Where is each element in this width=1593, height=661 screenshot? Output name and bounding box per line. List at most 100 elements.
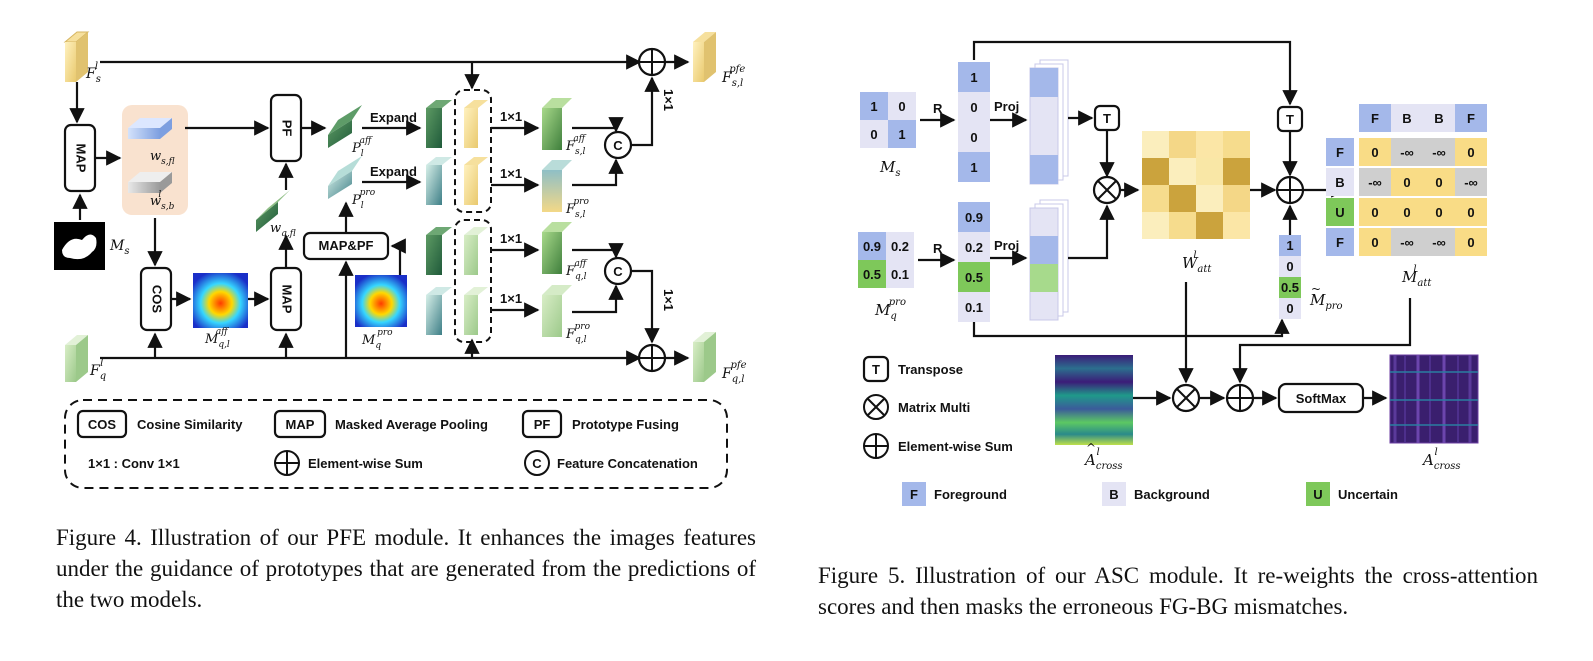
svg-text:0: 0 — [970, 130, 977, 145]
svg-text:F: F — [1336, 145, 1344, 160]
svg-text:R: R — [933, 101, 943, 116]
fsl-pro-feature — [542, 170, 562, 212]
svg-text:Transpose: Transpose — [898, 362, 963, 377]
svg-text:0: 0 — [1371, 205, 1378, 220]
ms-matrix: 1 0 0 1 — [860, 92, 916, 148]
svg-text:F: F — [1336, 235, 1344, 250]
svg-text:0: 0 — [1467, 235, 1474, 250]
watt-heatmap — [1142, 131, 1250, 239]
svg-text:-∞: -∞ — [1432, 235, 1446, 250]
svg-text:MAP: MAP — [286, 417, 315, 432]
legend-background-swatch — [1102, 482, 1126, 506]
ms-vector: 1 0 0 1 — [958, 62, 990, 182]
svg-text:MAP: MAP — [74, 144, 89, 173]
svg-text:Fq,lpro: Fq,lpro — [565, 322, 591, 345]
ahat-cross-heatmap — [1055, 355, 1133, 445]
query-proj-stack — [1029, 199, 1069, 321]
svg-text:1: 1 — [1286, 238, 1293, 253]
across-heatmap — [1389, 354, 1479, 444]
figure5-caption: Figure 5. Illustration of our ASC module… — [818, 563, 1538, 619]
svg-text:0: 0 — [1403, 175, 1410, 190]
svg-text:0.2: 0.2 — [965, 240, 983, 255]
mq-pro-heatmap — [355, 275, 407, 327]
svg-text:1: 1 — [970, 70, 977, 85]
svg-text:0: 0 — [1286, 301, 1293, 316]
svg-text:B: B — [1402, 111, 1411, 126]
svg-text:Mq,laff: Mq,laff — [204, 327, 230, 350]
legend-map-key — [273, 409, 327, 439]
svg-text:Fq,laff: Fq,laff — [565, 259, 588, 282]
svg-text:COS: COS — [150, 285, 165, 314]
svg-text:0: 0 — [898, 99, 905, 114]
svg-text:0: 0 — [970, 100, 977, 115]
svg-text:0: 0 — [1435, 175, 1442, 190]
svg-text:1: 1 — [970, 160, 977, 175]
svg-text:Fq,lpfe: Fq,lpfe — [721, 360, 747, 385]
svg-text:Fsl: Fsl — [85, 61, 101, 85]
fs-feature — [65, 42, 76, 82]
svg-text:Proj: Proj — [994, 238, 1019, 253]
mq-aff-heatmap — [193, 273, 248, 328]
svg-text:-∞: -∞ — [1464, 175, 1478, 190]
fsl-pfe-output — [693, 42, 704, 82]
svg-text:Expand: Expand — [370, 164, 417, 179]
legend-concat-icon — [524, 450, 550, 476]
svg-text:Foreground: Foreground — [934, 487, 1007, 502]
svg-text:-∞: -∞ — [1400, 235, 1414, 250]
svg-text:Fs,lpfe: Fs,lpfe — [721, 64, 745, 89]
wsf-prototype — [128, 128, 160, 139]
svg-text:Proj: Proj — [994, 99, 1019, 114]
svg-text:MAP&PF: MAP&PF — [319, 238, 374, 253]
svg-text:ws,fl: ws,fl — [150, 149, 175, 167]
svg-text:Uncertain: Uncertain — [1338, 487, 1398, 502]
legend-cos-key — [76, 409, 128, 439]
svg-text:0.1: 0.1 — [891, 267, 909, 282]
svg-text:Mpro: Mpro — [1309, 291, 1343, 312]
svg-text:Fql: Fql — [89, 358, 106, 382]
svg-text:F: F — [1467, 111, 1475, 126]
svg-text:B: B — [1335, 175, 1344, 190]
svg-text:F: F — [1371, 111, 1379, 126]
svg-text:1×1: 1×1 — [500, 291, 522, 306]
figure4: Fsl MAP Ms ws,fl ws,bl COS Mq,laff — [54, 31, 747, 489]
svg-text:0.9: 0.9 — [863, 239, 881, 254]
svg-text:0: 0 — [1435, 205, 1442, 220]
svg-text:T: T — [1103, 111, 1111, 126]
svg-text:Acrossl: Acrossl — [1421, 447, 1461, 472]
svg-text:0.5: 0.5 — [863, 267, 881, 282]
svg-text:-∞: -∞ — [1432, 145, 1446, 160]
legend-transpose-icon — [862, 355, 890, 383]
svg-text:~: ~ — [1311, 282, 1321, 296]
fsl-aff-feature — [542, 108, 562, 150]
fql-pfe-output — [693, 342, 704, 382]
fql-aff-feature — [542, 232, 562, 274]
svg-text:1×1: 1×1 — [500, 109, 522, 124]
svg-text:C: C — [613, 138, 623, 153]
mq-vector: 0.9 0.2 0.5 0.1 — [958, 202, 990, 322]
svg-text:F: F — [910, 487, 918, 502]
svg-text:Masked Average Pooling: Masked Average Pooling — [335, 417, 488, 432]
svg-text:R: R — [933, 241, 943, 256]
svg-text:Plaff: Plaff — [351, 136, 373, 159]
svg-text:Matrix Multi: Matrix Multi — [898, 400, 970, 415]
support-stack — [454, 89, 492, 213]
svg-text:ws,bl: ws,bl — [150, 190, 175, 212]
svg-text:Mattl: Mattl — [1401, 264, 1432, 289]
legend-foreground-swatch — [902, 482, 926, 506]
svg-text:Mqpro: Mqpro — [874, 297, 906, 322]
svg-text:1×1: 1×1 — [661, 89, 676, 111]
fql-pro-feature — [542, 295, 562, 337]
fq-feature — [65, 345, 76, 382]
svg-text:C: C — [532, 456, 542, 471]
wsb-prototype — [128, 182, 160, 193]
svg-text:COS: COS — [88, 417, 117, 432]
svg-text:0: 0 — [870, 127, 877, 142]
svg-text:Element-wise Sum: Element-wise Sum — [308, 456, 423, 471]
svg-text:-∞: -∞ — [1368, 175, 1382, 190]
svg-text:0: 0 — [1403, 205, 1410, 220]
wqf-prototype — [256, 202, 278, 232]
support-proj-stack — [1029, 59, 1069, 185]
legend-pf-key — [521, 409, 563, 439]
svg-text:Ms: Ms — [879, 158, 901, 179]
